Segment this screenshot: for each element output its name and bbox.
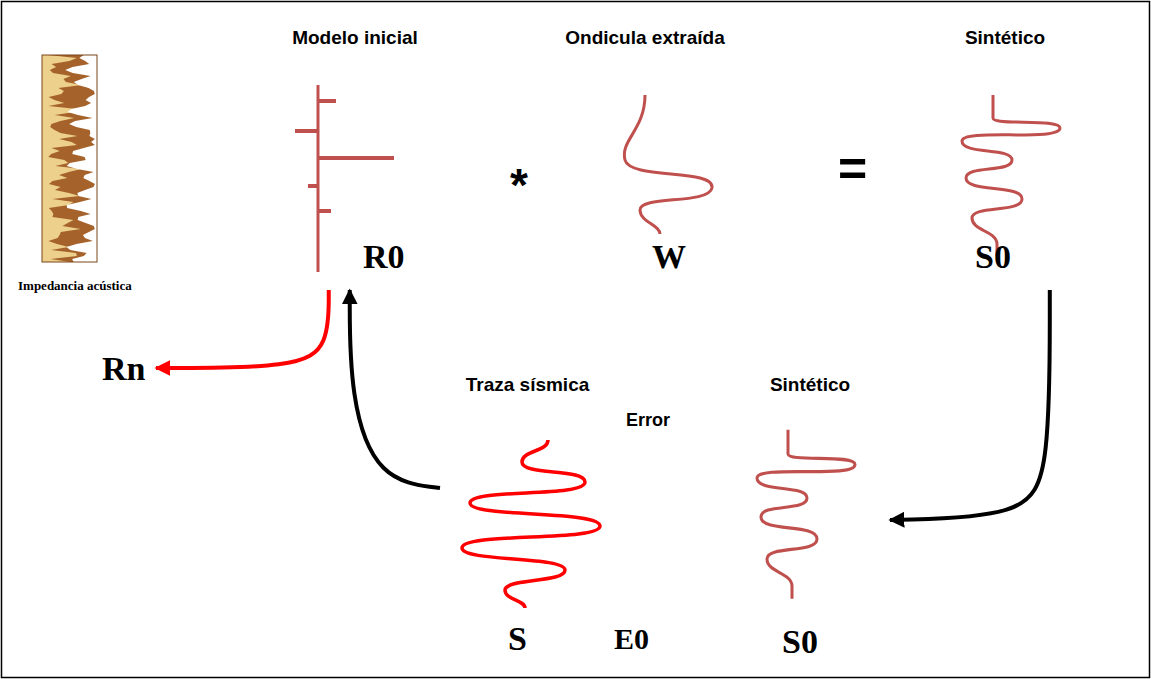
spike bbox=[318, 99, 336, 103]
spike-axis bbox=[317, 85, 320, 272]
impedance-sand bbox=[42, 55, 81, 262]
symbol-label: E0 bbox=[614, 622, 649, 656]
flow-arrow bbox=[350, 290, 440, 488]
figure-title: Traza sísmica bbox=[440, 375, 615, 396]
figure-group: Ondicula extraídaW bbox=[550, 28, 740, 290]
figure-title: Sintético bbox=[925, 28, 1085, 49]
spike bbox=[318, 209, 331, 213]
figure-title: Sintético bbox=[730, 375, 890, 396]
spike bbox=[295, 129, 318, 133]
symbol-label: W bbox=[652, 240, 686, 274]
impedance-log bbox=[42, 55, 97, 262]
seismic-trace bbox=[462, 440, 600, 608]
impedance-high bbox=[65, 55, 97, 262]
operator-symbol: = bbox=[838, 140, 867, 198]
flow-arrow bbox=[156, 290, 329, 368]
impedance-border bbox=[42, 55, 97, 262]
figure-group: Traza sísmicaS bbox=[440, 375, 615, 665]
figure-group: SintéticoS0 bbox=[925, 28, 1085, 290]
impedance-ground bbox=[42, 55, 97, 262]
figure-group: Rn bbox=[100, 350, 156, 390]
symbol-label: R0 bbox=[363, 240, 405, 274]
figure-title: Ondicula extraída bbox=[550, 28, 740, 49]
symbol-label: S0 bbox=[782, 625, 818, 659]
error-label: Error bbox=[626, 410, 670, 431]
figure-title: Modelo inicial bbox=[250, 28, 460, 49]
symbol-label: Rn bbox=[102, 352, 145, 386]
symbol-label: S bbox=[508, 622, 527, 656]
figure-group: Modelo inicialR0 bbox=[250, 28, 460, 290]
wavelet bbox=[624, 95, 712, 234]
operator-symbol: * bbox=[510, 158, 528, 212]
spike bbox=[318, 156, 394, 160]
figure-caption: Impedancia acústica bbox=[18, 278, 132, 294]
spike bbox=[308, 184, 318, 188]
symbol-label: S0 bbox=[975, 240, 1011, 274]
flow-arrow bbox=[890, 290, 1050, 520]
synthetic-trace bbox=[757, 430, 855, 599]
synthetic-trace bbox=[962, 95, 1060, 256]
figure-group: SintéticoS0 bbox=[730, 375, 890, 665]
